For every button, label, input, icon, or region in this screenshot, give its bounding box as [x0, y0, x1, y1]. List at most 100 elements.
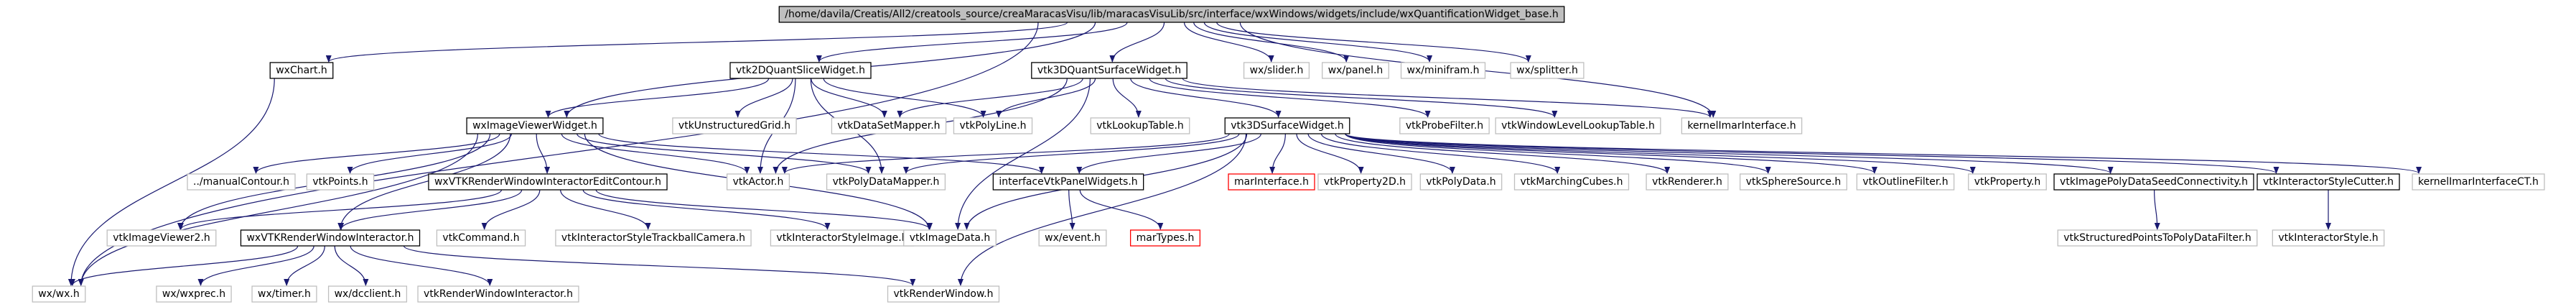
- node-wximageviewer[interactable]: wxImageViewerWidget.h: [466, 117, 604, 134]
- edge-wxvtkeditcontour-to-vtkimagedata: [595, 189, 933, 230]
- node-vtkimagepolydataseed[interactable]: vtkImagePolyDataSeedConnectivity.h: [2053, 173, 2254, 191]
- node-box: [1228, 173, 1315, 191]
- node-label: wx/slider.h: [1250, 65, 1304, 76]
- edge-wxvtkeditcontour-to-vtkcommand: [481, 189, 541, 230]
- node-box: [2257, 173, 2400, 191]
- node-box: [2053, 173, 2254, 191]
- node-wxevent: wx/event.h: [1038, 229, 1107, 247]
- edge-root-to-wxchart: [326, 22, 1068, 63]
- node-vtkpolyline: vtkPolyLine.h: [953, 117, 1033, 134]
- node-wxminifram: wx/minifram.h: [1400, 62, 1486, 79]
- node-vtk3dquant[interactable]: vtk3DQuantSurfaceWidget.h: [1031, 62, 1187, 79]
- node-box: [729, 62, 872, 79]
- node-label: vtkPolyLine.h: [959, 120, 1026, 132]
- node-label: wx/panel.h: [1328, 65, 1383, 76]
- node-label: vtkPolyDataMapper.h: [833, 176, 940, 188]
- edge-root-to-wxslider: [1183, 22, 1274, 63]
- edge-wximageviewer-to-vtkpolydatamapper: [577, 133, 872, 174]
- edge-wxvtkeditcontour-to-wxvtkrwi: [338, 189, 523, 230]
- node-vtkrenderwindow: vtkRenderWindow.h: [887, 285, 1000, 303]
- node-label: wxImageViewerWidget.h: [472, 120, 597, 132]
- node-wxdcclient: wx/dcclient.h: [327, 285, 408, 303]
- node-box: [1419, 173, 1503, 191]
- edge-wxvtkeditcontour-to-vtkinteractorstyleimage: [582, 189, 831, 230]
- edge-vtkimagepolydataseed-to-vtkstructuredpoints: [2154, 189, 2160, 230]
- node-label: vtkDataSetMapper.h: [837, 120, 940, 132]
- node-label: vtkProperty2D.h: [1324, 176, 1406, 188]
- node-box: [992, 173, 1144, 191]
- node-box: [726, 173, 790, 191]
- node-label: vtkRenderWindow.h: [894, 288, 994, 300]
- node-box: [466, 117, 604, 134]
- edge-wximageviewer-to-wxvtkeditcontour: [536, 133, 551, 174]
- node-box: [269, 62, 334, 79]
- node-label: vtkPolyData.h: [1426, 176, 1495, 188]
- node-label: vtkMarchingCubes.h: [1521, 176, 1623, 188]
- edge-wxvtkeditcontour-to-vtkimageviewer2: [178, 189, 503, 230]
- node-box: [1968, 173, 2047, 191]
- edge-wxvtkrwi-to-wxdcclient: [334, 245, 369, 286]
- node-wxwx: wx/wx.h: [32, 285, 86, 303]
- edge-vtk3dsurface-to-vtkproperty: [1345, 133, 1976, 174]
- node-box: [1646, 173, 1729, 191]
- node-wxchart[interactable]: wxChart.h: [269, 62, 334, 79]
- node-label: vtkStructuredPointsToPolyDataFilter.h: [2063, 232, 2251, 244]
- node-wxvtkrwi[interactable]: wxVTKRenderWindowInteractor.h: [240, 229, 421, 247]
- edge-wximageviewer-to-interfacevtkpanel: [598, 133, 1045, 174]
- node-label: vtkLookupTable.h: [1096, 120, 1184, 132]
- edge-interfacevtkpanel-to-wxevent: [1068, 189, 1075, 230]
- node-vtkpoints: vtkPoints.h: [306, 173, 375, 191]
- node-box: [1031, 62, 1187, 79]
- node-box: [251, 285, 317, 303]
- node-label: wx/wx.h: [38, 288, 80, 300]
- node-vtkimageviewer2: vtkImageViewer2.h: [106, 229, 217, 247]
- node-vtkpolydata: vtkPolyData.h: [1419, 173, 1503, 191]
- node-vtkinteractorstyletrackballcamera: vtkInteractorStyleTrackballCamera.h: [555, 229, 752, 247]
- node-root[interactable]: /home/davila/Creatis/All2/creatools_sour…: [778, 6, 1565, 23]
- edge-vtk3dsurface-to-vtkrenderwindow: [957, 133, 1247, 286]
- node-label: wx/splitter.h: [1516, 65, 1578, 76]
- node-vtk3dsurface[interactable]: vtk3DSurfaceWidget.h: [1224, 117, 1350, 134]
- node-label: vtkInteractorStyleTrackballCamera.h: [561, 232, 745, 244]
- node-manualcontour: ../manualContour.h: [187, 173, 296, 191]
- node-label: vtkRenderer.h: [1652, 176, 1722, 188]
- node-box: [1740, 173, 1847, 191]
- node-vtklookuptable: vtkLookupTable.h: [1090, 117, 1190, 134]
- node-vtkinteractorstylecutter[interactable]: vtkInteractorStyleCutter.h: [2257, 173, 2400, 191]
- node-vtkproperty: vtkProperty.h: [1968, 173, 2047, 191]
- node-label: ../manualContour.h: [193, 176, 289, 188]
- node-box: [417, 285, 579, 303]
- node-label: kernelImarInterfaceCT.h: [2418, 176, 2539, 188]
- node-label: wx/wxprec.h: [162, 288, 225, 300]
- node-label: vtkImageData.h: [910, 232, 990, 244]
- node-wxvtkeditcontour[interactable]: wxVTKRenderWindowInteractorEditContour.h: [428, 173, 668, 191]
- edge-vtk3dquant-to-vtkimagedata: [955, 78, 1091, 230]
- edge-vtk3dsurface-to-vtkpolydatamapper: [903, 133, 1240, 174]
- edge-root-to-wxminifram: [1203, 22, 1432, 63]
- node-label: vtkImageViewer2.h: [113, 232, 210, 244]
- node-vtkdatasetmapper: vtkDataSetMapper.h: [831, 117, 947, 134]
- node-wxpanel: wx/panel.h: [1322, 62, 1389, 79]
- edge-wximageviewer-to-wxwx: [78, 133, 479, 286]
- node-vtkproperty2d: vtkProperty2D.h: [1317, 173, 1412, 191]
- node-box: [555, 229, 752, 247]
- node-box: [903, 229, 997, 247]
- node-box: [2057, 229, 2258, 247]
- node-wxsplitter: wx/splitter.h: [1510, 62, 1585, 79]
- node-box: [1400, 62, 1486, 79]
- node-label: vtkProbeFilter.h: [1406, 120, 1483, 132]
- node-label: vtkActor.h: [733, 176, 784, 188]
- edge-vtk2dquant-to-vtkpolyline: [823, 78, 986, 118]
- node-interfacevtkpanel[interactable]: interfaceVtkPanelWidgets.h: [992, 173, 1144, 191]
- node-label: vtkPoints.h: [312, 176, 368, 188]
- edge-vtk3dsurface-to-vtkproperty2d: [1296, 133, 1364, 174]
- edge-vtk3dsurface-to-vtkspheresource: [1345, 133, 1771, 174]
- node-box: [2412, 173, 2545, 191]
- edge-vtk3dquant-to-kernelimarinterface: [1182, 78, 1713, 118]
- node-box: [1038, 229, 1107, 247]
- edge-vtk3dsurface-to-vtkimagepolydataseed: [1345, 133, 2114, 174]
- node-box: [1495, 117, 1661, 134]
- node-label: vtkSphereSource.h: [1746, 176, 1842, 188]
- node-vtk2dquant[interactable]: vtk2DQuantSliceWidget.h: [729, 62, 872, 79]
